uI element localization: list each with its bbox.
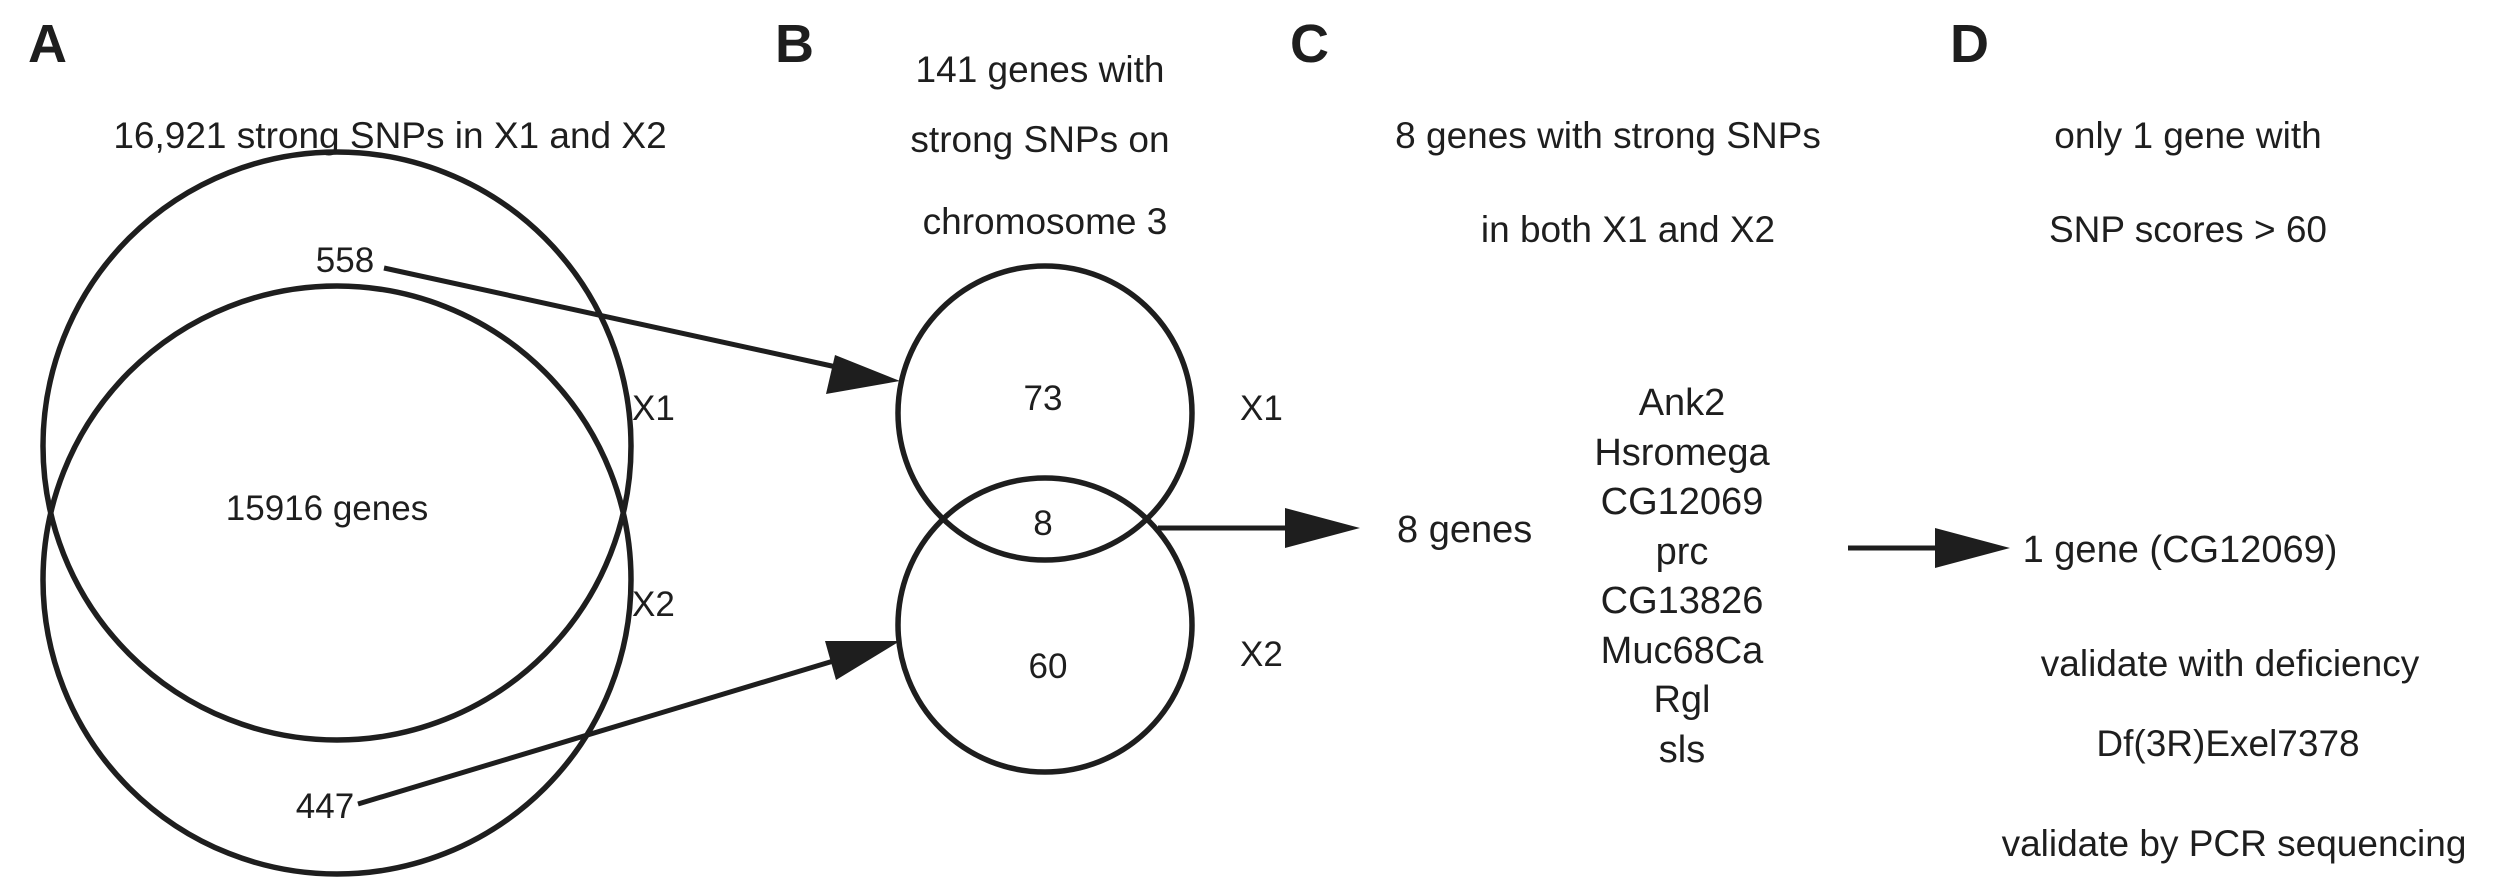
x1-label-a: X1 (632, 389, 675, 428)
gene-list-item: Hsromega (1594, 432, 1770, 474)
panel-b-title-line-3: chromosome 3 (923, 201, 1168, 242)
panel-d-letter: D (1950, 14, 1989, 74)
arrow-c-to-d-head (1935, 528, 2010, 568)
panel-c-title-line-2: in both X1 and X2 (1481, 209, 1775, 250)
arrow-overlap-head (1285, 508, 1360, 548)
x1-circle-small (895, 263, 1195, 563)
arrow-558-head (826, 355, 900, 394)
gene-list-item: Muc68Ca (1601, 630, 1764, 672)
arrow-447-to-b (357, 653, 851, 807)
overlap-count-b: 8 (1033, 504, 1052, 543)
panel-d-title-line-1: only 1 gene with (2054, 115, 2321, 156)
arrow-558-to-b (383, 265, 851, 373)
d-result: 1 gene (CG12069) (2023, 529, 2338, 571)
panel-b-title-line-1: 141 genes with (916, 49, 1165, 90)
c-gene-count: 8 genes (1397, 509, 1532, 551)
panel-b-title-line-2: strong SNPs on (910, 119, 1169, 160)
x1-only-count-b: 73 (1024, 379, 1063, 418)
gene-list-item: CG13826 (1601, 580, 1764, 622)
d-step-deficiency: validate with deficiency (2041, 643, 2420, 684)
x2-circle-large (40, 283, 634, 877)
gene-list-item: prc (1656, 531, 1709, 573)
x1-only-count-a: 558 (316, 241, 374, 280)
panel-a-title: 16,921 strong SNPs in X1 and X2 (113, 115, 666, 156)
overlap-genes-count-a: 15916 genes (226, 489, 428, 528)
d-step-pcr: validate by PCR sequencing (2002, 823, 2467, 864)
x1-label-b: X1 (1240, 389, 1283, 428)
panel-c-letter: C (1290, 14, 1329, 74)
x2-circle-small (895, 475, 1195, 775)
panel-d-title-line-2: SNP scores > 60 (2049, 209, 2327, 250)
x2-label-a: X2 (632, 585, 675, 624)
x2-only-count-b: 60 (1029, 647, 1068, 686)
x2-label-b: X2 (1240, 635, 1283, 674)
gene-list-item: sls (1659, 729, 1705, 771)
gene-list-item: Rgl (1653, 679, 1710, 721)
arrow-447-head (825, 641, 900, 680)
x2-only-count-a: 447 (296, 787, 354, 826)
d-step-deficiency-name: Df(3R)Exel7378 (2096, 723, 2359, 764)
panel-b-letter: B (775, 14, 814, 74)
gene-list-item: Ank2 (1639, 382, 1726, 424)
panel-c-title-line-1: 8 genes with strong SNPs (1395, 115, 1821, 156)
gene-list-item: CG12069 (1601, 481, 1764, 523)
x1-circle-large (40, 149, 634, 743)
panel-a-letter: A (28, 14, 67, 74)
